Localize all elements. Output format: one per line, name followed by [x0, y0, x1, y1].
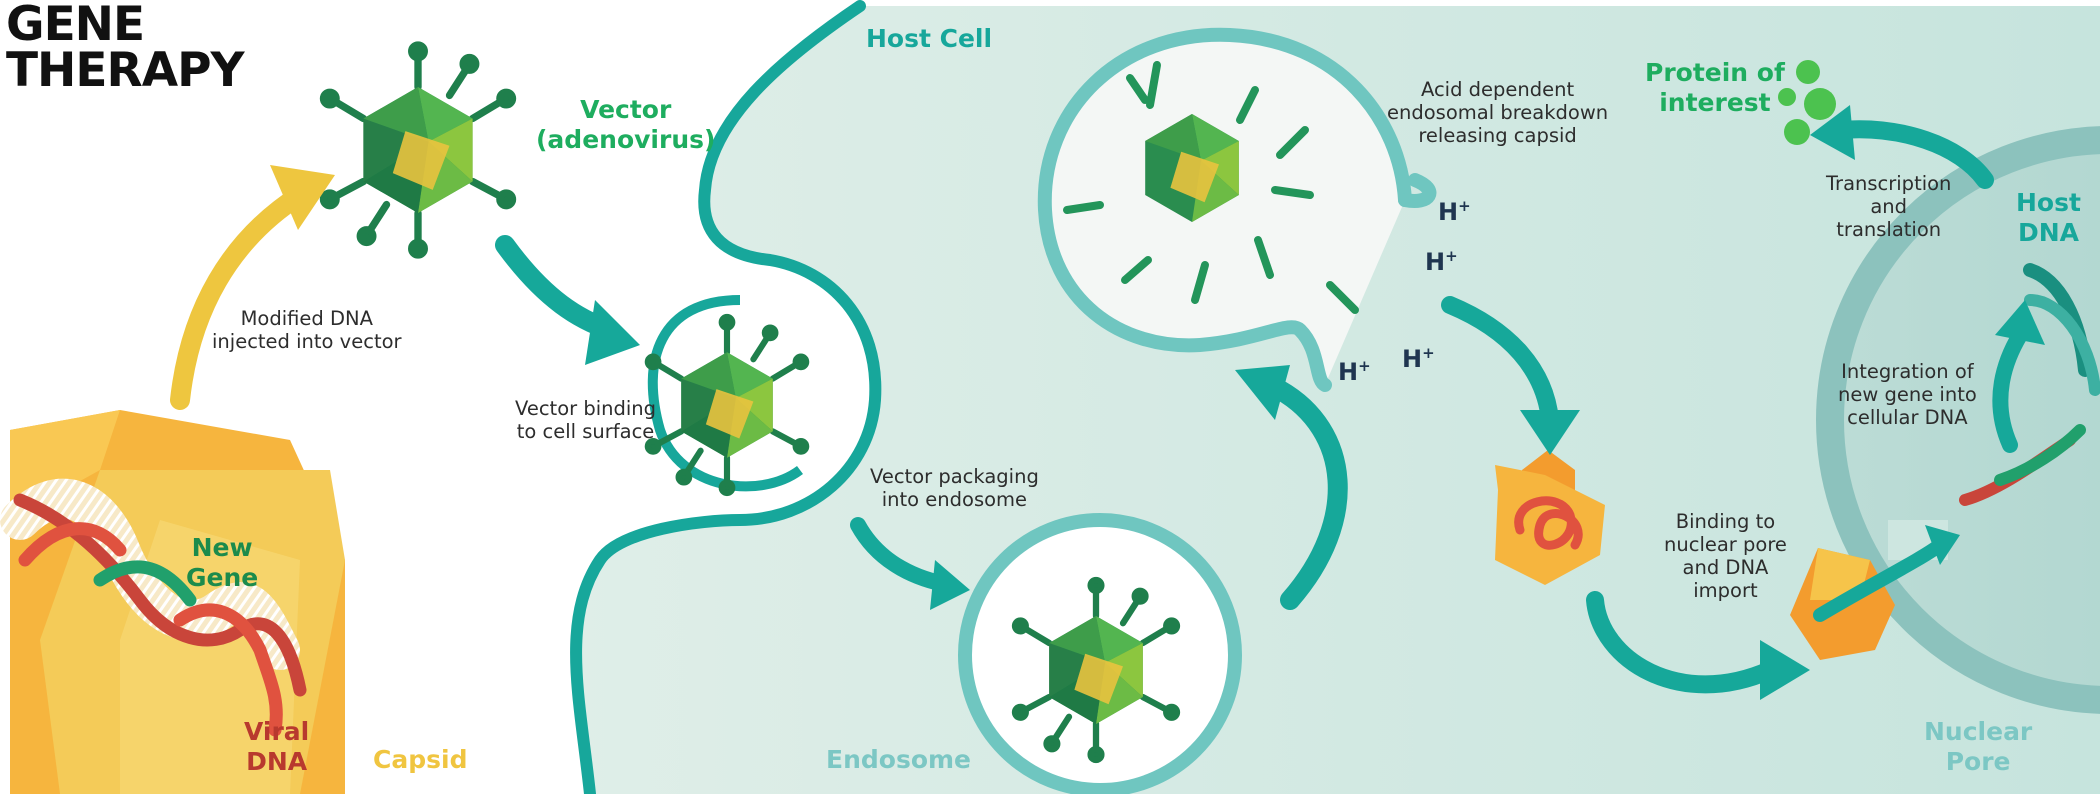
released-capsid-top	[1145, 114, 1239, 222]
vector-label: Vector (adenovirus)	[536, 95, 715, 154]
acid-breakdown-line-1: Acid dependent	[1420, 78, 1575, 101]
proton-symbol: H	[1438, 198, 1459, 226]
host-cell-label: Host Cell	[866, 24, 993, 53]
protein-dots	[1778, 60, 1836, 145]
vector-binding-label: Vector binding to cell surface	[515, 397, 656, 443]
binding-virus	[648, 317, 806, 493]
protein-line-1: Protein of	[1645, 58, 1785, 87]
integration-line-2: new gene into	[1838, 383, 1977, 406]
protein-line-2: interest	[1659, 87, 1771, 117]
proton-charge: +	[1458, 197, 1471, 215]
nuclear-pore-line-2: Pore	[1945, 746, 2011, 776]
released-capsid	[1495, 450, 1605, 585]
dna-helix	[0, 478, 307, 737]
new-gene-line-1: New	[191, 533, 253, 562]
binding-line-3: and DNA	[1682, 556, 1769, 579]
proton-symbol: H	[1402, 345, 1423, 373]
title-line-1: GENE	[6, 0, 145, 52]
proton-charge: +	[1422, 344, 1435, 362]
vector-virus	[324, 45, 513, 255]
integration-label: Integration of new gene into cellular DN…	[1838, 360, 1977, 429]
nuclear-pore-label: Nuclear Pore	[1924, 717, 2032, 776]
vector-label-line-2: (adenovirus)	[536, 124, 716, 154]
binding-line-1: Binding to	[1675, 510, 1776, 533]
acid-breakdown-line-3: releasing capsid	[1418, 124, 1577, 147]
transcription-line-3: translation	[1836, 218, 1942, 241]
vector-label-line-1: Vector	[580, 95, 672, 124]
acid-breakdown-line-2: endosomal breakdown	[1387, 101, 1609, 124]
host-dna-line-1: Host	[2016, 188, 2081, 217]
viral-dna-line-1: Viral	[244, 717, 310, 746]
modified-dna-label: Modified DNA injected into vector	[212, 307, 402, 353]
transcription-line-2: and	[1870, 195, 1908, 218]
arrows	[170, 105, 2045, 700]
acid-breakdown-label: Acid dependent endosomal breakdown relea…	[1387, 78, 1608, 147]
vector-binding-line-1: Vector binding	[515, 397, 657, 420]
transcription-line-1: Transcription	[1826, 172, 1952, 195]
integration-line-1: Integration of	[1841, 360, 1974, 383]
viral-dna-line-2: DNA	[246, 746, 308, 776]
proton-charge: +	[1358, 357, 1371, 375]
host-dna-line-2: DNA	[2017, 217, 2079, 247]
host-cell-membrane	[570, 0, 882, 794]
binding-line-4: import	[1693, 579, 1758, 602]
modified-dna-line-1: Modified DNA	[240, 307, 373, 330]
modified-dna-line-2: injected into vector	[212, 330, 402, 353]
nuclear-pore-line-1: Nuclear	[1924, 717, 2033, 746]
vector-packaging-label: Vector packaging into endosome	[870, 465, 1039, 511]
vector-packaging-line-1: Vector packaging	[870, 465, 1039, 488]
host-cell-body	[576, 6, 2100, 794]
capsid-label: Capsid	[373, 745, 468, 774]
endosome-top	[1037, 27, 1412, 392]
vector-packaging-line-2: into endosome	[881, 488, 1028, 511]
viral-dna-label: Viral DNA	[244, 717, 309, 776]
proton-label-1: H+	[1438, 197, 1471, 226]
proton-symbol: H	[1425, 248, 1446, 276]
new-gene-line-2: Gene	[186, 562, 259, 592]
proton-charge: +	[1445, 247, 1458, 265]
integration-line-3: cellular DNA	[1847, 406, 1968, 429]
proton-label-3: H+	[1338, 357, 1371, 386]
transcription-label: Transcription and translation	[1826, 172, 1951, 241]
title: GENE THERAPY	[6, 0, 245, 99]
proton-label-4: H+	[1402, 344, 1435, 373]
proton-label-2: H+	[1425, 247, 1458, 276]
host-dna	[1959, 263, 2100, 506]
proton-symbol: H	[1338, 358, 1359, 386]
vector-binding-line-2: to cell surface	[516, 420, 655, 443]
endosome-label: Endosome	[826, 745, 972, 774]
title-line-2: THERAPY	[6, 43, 245, 99]
new-gene-label: New Gene	[186, 533, 258, 592]
protein-of-interest-label: Protein of interest	[1645, 58, 1785, 117]
host-dna-label: Host DNA	[2016, 188, 2081, 247]
binding-nuclear-pore-label: Binding to nuclear pore and DNA import	[1664, 510, 1787, 602]
binding-line-2: nuclear pore	[1664, 533, 1787, 556]
